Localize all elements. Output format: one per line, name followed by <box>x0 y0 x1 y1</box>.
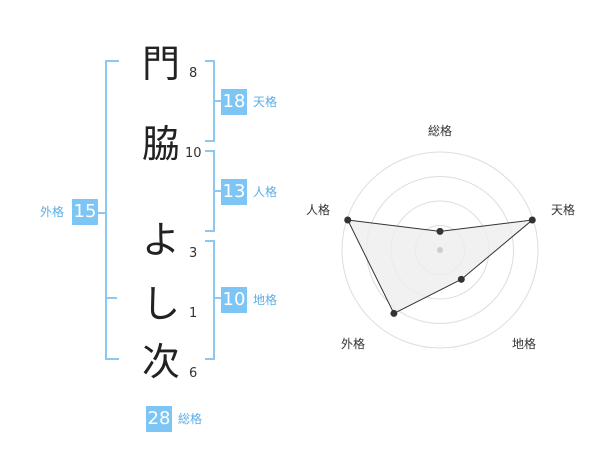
jinkaku-label: 人格 <box>253 185 278 199</box>
name-char-5: 次 <box>141 340 180 384</box>
chikaku-bracket <box>205 240 215 360</box>
chikaku-value: 10 <box>221 287 247 313</box>
radar-point-3 <box>457 275 465 283</box>
radar-label-jinkaku: 人格 <box>305 203 330 217</box>
radar-point-5 <box>344 216 352 224</box>
radar-label-tenkaku: 天格 <box>550 203 575 217</box>
jinkaku-bracket <box>205 150 215 232</box>
gaikaku-bracket <box>105 60 119 360</box>
radar-point-2 <box>528 216 536 224</box>
soukaku-label: 総格 <box>178 412 203 426</box>
gaikaku-value: 15 <box>72 199 98 225</box>
name-char-3: よ <box>141 218 180 262</box>
soukaku-value: 28 <box>146 406 172 432</box>
tenkaku-label: 天格 <box>253 95 278 109</box>
stroke-count-5: 6 <box>189 366 198 381</box>
gaikaku-label: 外格 <box>40 205 65 219</box>
gaikaku-bracket-divider <box>105 297 117 299</box>
gaikaku-bracket-tick <box>97 212 105 214</box>
radar-shape <box>344 216 536 317</box>
radar-point-4 <box>390 309 398 317</box>
jinkaku-value: 13 <box>221 179 247 205</box>
radar-polygon <box>346 219 534 315</box>
radar-label-chikaku: 地格 <box>511 337 536 351</box>
radar-ring <box>341 151 539 349</box>
chikaku-bracket-tick <box>215 297 221 299</box>
radar-point-1 <box>436 227 444 235</box>
radar-center-dot <box>437 247 443 253</box>
stroke-count-3: 3 <box>189 246 198 261</box>
stroke-count-1: 8 <box>189 66 198 81</box>
stroke-count-4: 1 <box>189 306 198 321</box>
jinkaku-bracket-tick <box>215 190 221 192</box>
radar-label-gaikaku: 外格 <box>340 337 365 351</box>
stroke-count-2: 10 <box>185 146 202 161</box>
tenkaku-bracket <box>205 60 215 142</box>
tenkaku-value: 18 <box>221 89 247 115</box>
radar-label-soukaku: 総格 <box>427 124 452 138</box>
tenkaku-bracket-tick <box>215 100 221 102</box>
name-char-2: 脇 <box>141 122 180 166</box>
name-char-1: 門 <box>141 42 180 86</box>
chikaku-label: 地格 <box>253 293 278 307</box>
name-char-4: し <box>141 282 180 326</box>
